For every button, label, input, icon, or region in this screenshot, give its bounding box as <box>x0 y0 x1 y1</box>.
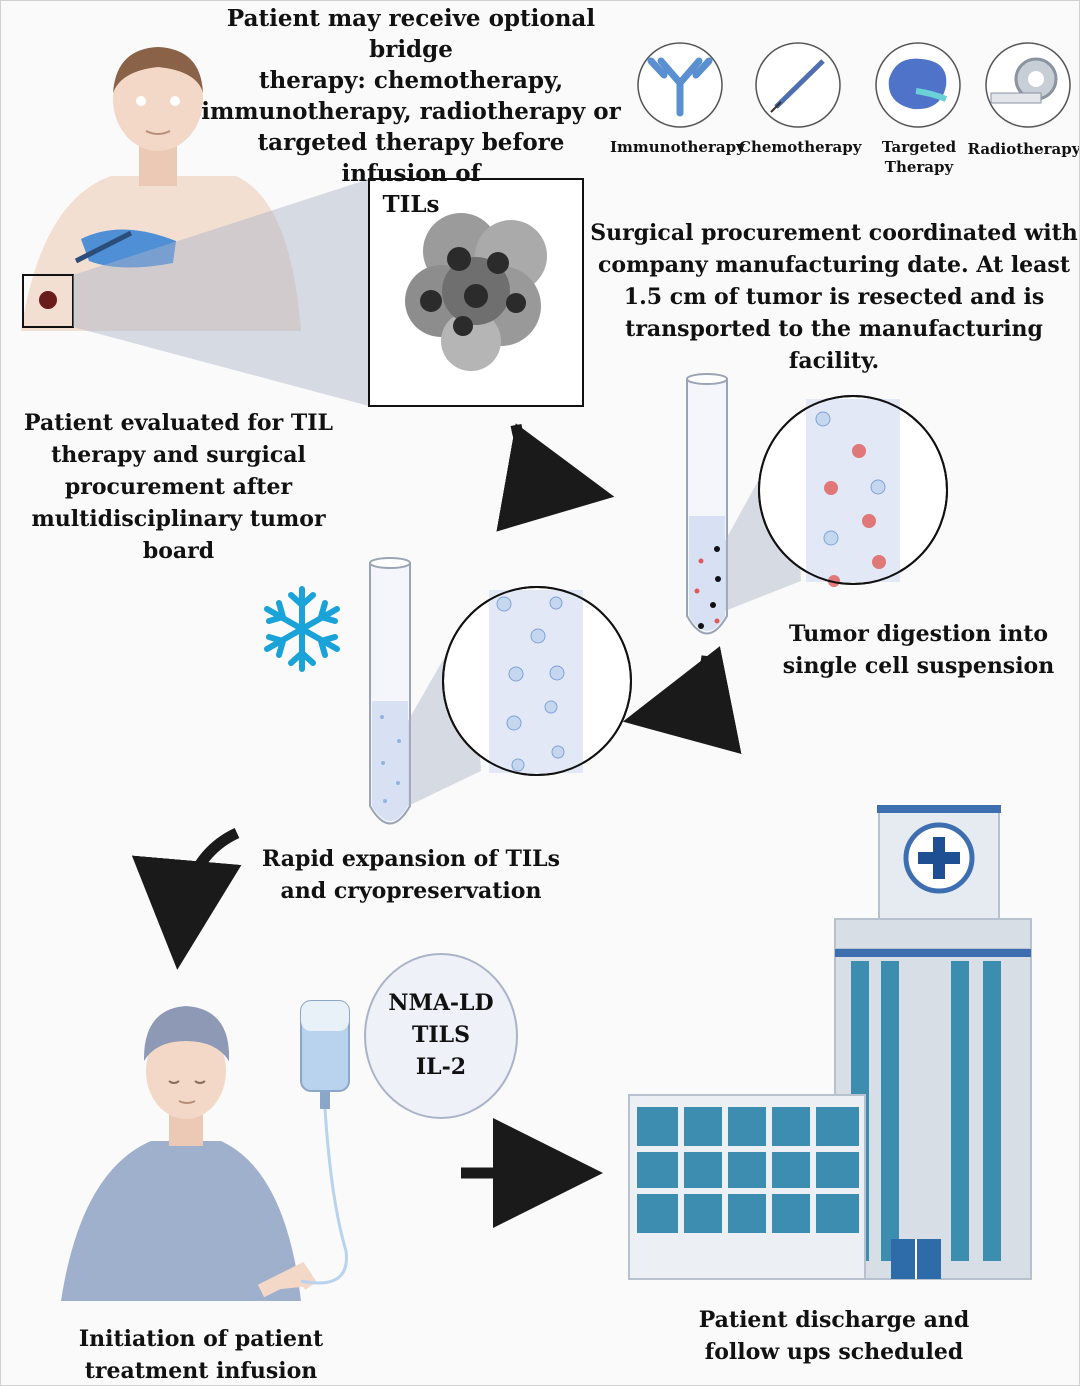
treatment-initiation-label: Initiation of patient treatment infusion <box>78 1326 324 1384</box>
therapy-label-immunotherapy: Immunotherapy <box>610 138 745 156</box>
test-tube-expansion <box>369 557 632 825</box>
hospital-building <box>628 805 1032 1280</box>
bridge-therapy-label: Patient may receive optional bridge ther… <box>201 5 621 218</box>
arrow-to-expansion <box>622 646 742 754</box>
infusion-drugs-label: NMA-LD TILS IL-2 <box>388 990 494 1080</box>
infusion-patient-figure <box>61 1006 317 1301</box>
process-arrows <box>131 423 742 1228</box>
test-tube-digestion <box>686 373 948 635</box>
tumor-zoom-box <box>368 178 584 407</box>
patient-biopsy-figure <box>21 47 301 331</box>
iv-bag-icon <box>300 1000 350 1285</box>
zoom-cone <box>73 179 369 406</box>
infusion-bubble <box>364 953 518 1119</box>
tumor-digestion-label: Tumor digestion into single cell suspens… <box>782 621 1055 679</box>
therapy-label-radiotherapy: Radiotherapy <box>967 140 1080 158</box>
therapy-label-targeted: Targeted Therapy <box>881 138 957 176</box>
surgical-procurement-label: Surgical procurement coordinated with co… <box>590 220 1078 374</box>
therapy-label-chemotherapy: Chemotherapy <box>739 138 862 156</box>
rapid-expansion-label: Rapid expansion of TILs and cryopreserva… <box>262 846 560 904</box>
snowflake-icon <box>264 586 340 672</box>
patient-evaluated-label: Patient evaluated for TIL therapy and su… <box>24 410 333 564</box>
therapy-icons <box>637 42 1071 128</box>
patient-discharge-label: Patient discharge and follow ups schedul… <box>698 1307 970 1365</box>
arrow-to-digestion <box>496 423 615 532</box>
arrow-to-infusion <box>131 828 242 970</box>
